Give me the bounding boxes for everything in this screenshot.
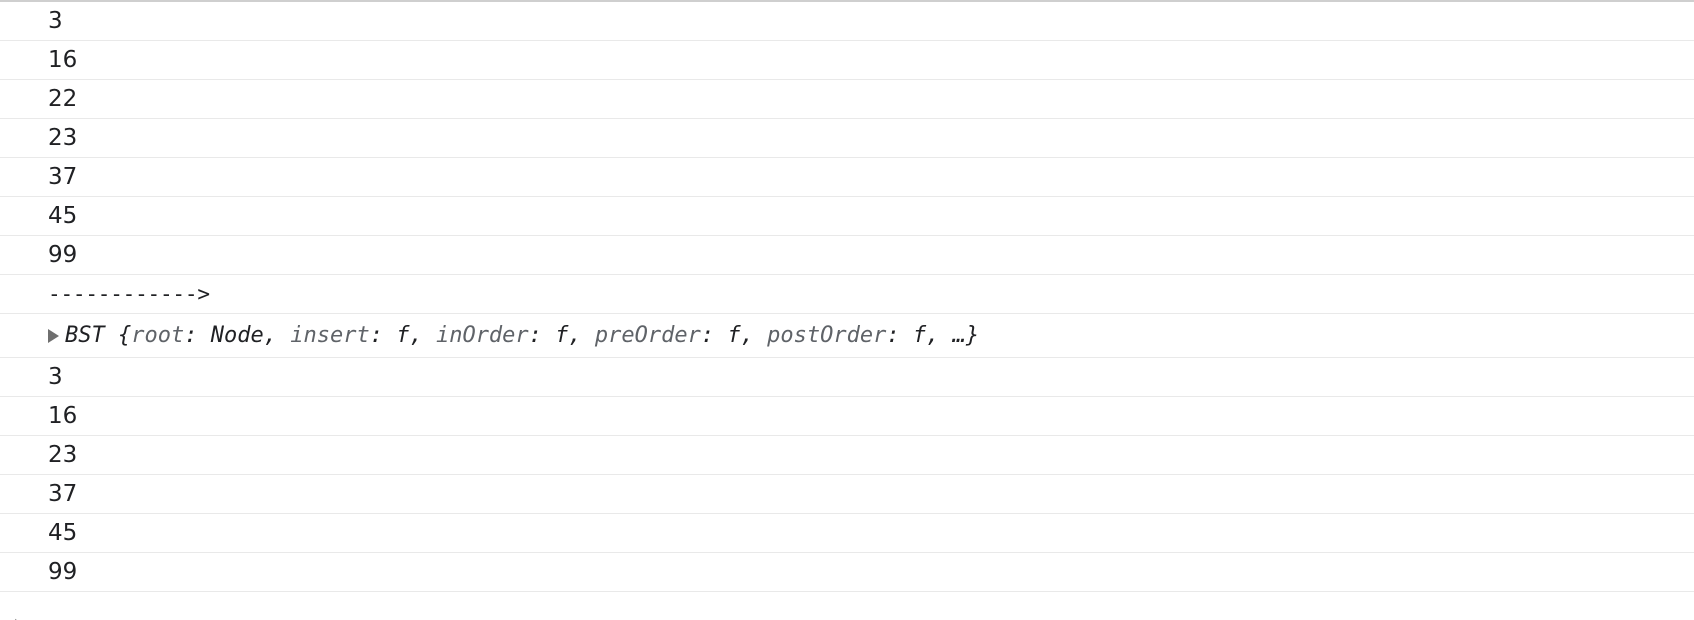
log-value: 99 xyxy=(48,241,78,268)
console-object-row[interactable]: BST {root: Node, insert: f, inOrder: f, … xyxy=(0,314,1694,358)
object-value-root: Node xyxy=(210,322,264,348)
console-log-row: 3 xyxy=(0,2,1694,41)
log-value: 45 xyxy=(48,202,78,229)
log-value: 99 xyxy=(48,558,78,585)
console-log-row: 45 xyxy=(0,197,1694,236)
object-key-root: root xyxy=(131,322,185,348)
object-key-preorder: preOrder xyxy=(594,322,701,348)
console-log-row: 37 xyxy=(0,158,1694,197)
log-value: 37 xyxy=(48,480,78,507)
console-log-row: 16 xyxy=(0,41,1694,80)
console-log-row: 22 xyxy=(0,80,1694,119)
log-value: 23 xyxy=(48,441,78,468)
triangle-right-icon[interactable] xyxy=(48,328,59,343)
object-value-preorder: f xyxy=(727,322,741,348)
object-open-brace: { xyxy=(118,322,132,348)
object-close-brace: } xyxy=(965,322,980,348)
console-log-row: 37 xyxy=(0,475,1694,514)
object-class-name: BST xyxy=(65,322,105,348)
console-log-group-before: 3 16 22 23 37 45 99 xyxy=(0,2,1694,275)
object-value-postorder: f xyxy=(912,322,927,348)
log-value: 23 xyxy=(48,124,78,151)
log-value: 16 xyxy=(48,46,78,73)
console-log-row: 23 xyxy=(0,436,1694,475)
console-log-row: 23 xyxy=(0,119,1694,158)
console-prompt-icon[interactable]: › xyxy=(12,612,22,620)
log-value: 22 xyxy=(48,85,78,112)
object-ellipsis: … xyxy=(952,322,966,348)
object-value-insert: f xyxy=(396,322,410,348)
object-preview[interactable]: BST {root: Node, insert: f, inOrder: f, … xyxy=(65,322,980,348)
log-value: 45 xyxy=(48,519,78,546)
console-log-group-after: 3 16 23 37 45 99 xyxy=(0,358,1694,592)
console-log-row: 45 xyxy=(0,514,1694,553)
console-log-row: 16 xyxy=(0,397,1694,436)
console-log-row: 3 xyxy=(0,358,1694,397)
console-log-row: 99 xyxy=(0,553,1694,592)
console-log-row: 99 xyxy=(0,236,1694,275)
object-key-insert: insert xyxy=(290,322,370,348)
object-key-inorder: inOrder xyxy=(435,322,529,348)
console-separator-row: ------------> xyxy=(0,275,1694,314)
object-key-postorder: postOrder xyxy=(767,322,887,348)
log-value: 37 xyxy=(48,163,78,190)
log-value: 3 xyxy=(48,363,63,390)
separator-text: ------------> xyxy=(48,281,210,306)
log-value: 3 xyxy=(48,7,63,34)
log-value: 16 xyxy=(48,402,78,429)
object-value-inorder: f xyxy=(555,322,569,348)
